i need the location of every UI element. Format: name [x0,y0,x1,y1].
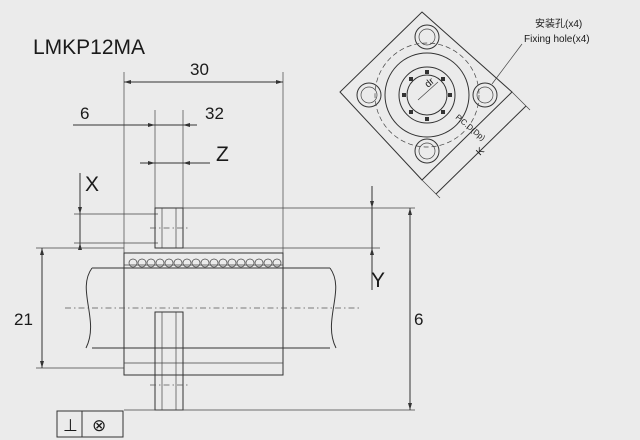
dim-right-height: 6 [414,310,423,329]
dim-left-offset: 6 [80,104,89,123]
label-inner-diameter: dr [423,76,437,91]
label-pcd: P.C.D(Dp) [454,113,488,143]
side-view: 30 6 32 Z X [14,60,423,411]
callout-cn: 安装孔(x4) [535,17,582,30]
dim-height-offset: Y [371,269,385,292]
dim-shaft-diameter: 21 [14,310,33,329]
ball-row [128,258,282,268]
dim-flange-width: 32 [205,104,224,123]
fixing-holes [356,24,498,164]
ring-marks [402,70,452,121]
position-symbol: ⊗ [92,416,106,435]
part-number-title: LMKP12MA [33,36,145,59]
front-view: dr P.C.D(Dp) K 安装孔(x4) Fixing hole(x4) [339,11,590,199]
dim-vertical-offset: X [85,173,99,196]
callout-en: Fixing hole(x4) [524,34,590,45]
label-square-k: K [474,145,487,158]
dim-flange-thickness: Z [216,143,229,166]
tolerance-frame: ⊥ ⊗ [56,410,124,438]
dim-overall-length: 30 [190,60,209,79]
perpendicular-symbol: ⊥ [63,416,78,435]
